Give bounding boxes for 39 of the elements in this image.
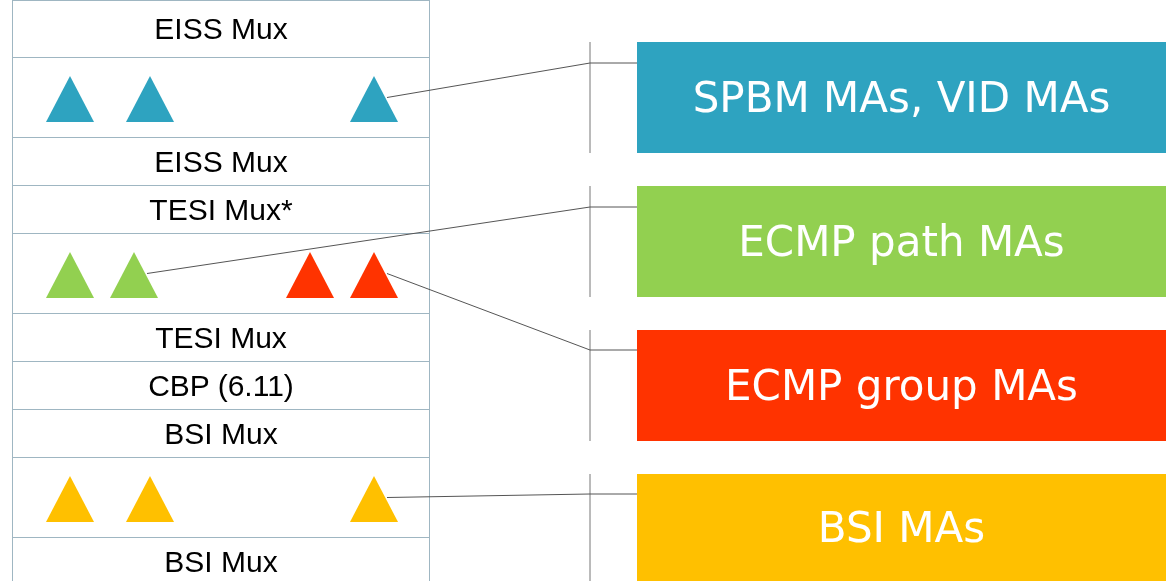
triangle-icon	[46, 251, 94, 298]
layer-box	[12, 0, 430, 58]
leader-line	[146, 206, 638, 274]
layer-label: BSI Mux	[164, 544, 278, 579]
label-box	[637, 330, 1166, 441]
layer-box	[12, 457, 430, 538]
triangle-icon	[350, 251, 398, 298]
layer-label: BSI Mux	[164, 416, 278, 451]
layer-box	[12, 233, 430, 314]
layer-label: CBP (6.11)	[148, 368, 294, 403]
label-box	[637, 42, 1166, 153]
triangle-icon	[110, 251, 158, 298]
layer-box	[12, 185, 430, 234]
layer-box	[12, 409, 430, 458]
layer-box	[12, 537, 430, 581]
box-label: ECMP group MAs	[725, 361, 1078, 410]
layer-label: EISS Mux	[154, 144, 288, 179]
triangle-icon	[46, 475, 94, 522]
layer-box	[12, 313, 430, 362]
layer-box	[12, 361, 430, 410]
layer-box	[12, 137, 430, 186]
triangle-icon	[350, 75, 398, 122]
label-box	[637, 474, 1166, 581]
triangle-icon	[126, 475, 174, 522]
triangle-icon	[286, 251, 334, 298]
triangle-icon	[46, 75, 94, 122]
triangle-icon	[126, 75, 174, 122]
box-label: SPBM MAs, VID MAs	[692, 73, 1111, 122]
layer-label: TESI Mux	[155, 320, 287, 355]
leader-line	[386, 273, 638, 351]
triangle-icon	[350, 475, 398, 522]
leader-line	[386, 62, 638, 98]
box-label: ECMP path MAs	[738, 217, 1065, 266]
layer-box	[12, 57, 430, 138]
box-label: BSI MAs	[817, 503, 986, 552]
layer-label: EISS Mux	[154, 12, 288, 46]
label-box	[637, 186, 1166, 297]
leader-line	[386, 493, 638, 498]
layer-label: TESI Mux*	[149, 192, 293, 227]
